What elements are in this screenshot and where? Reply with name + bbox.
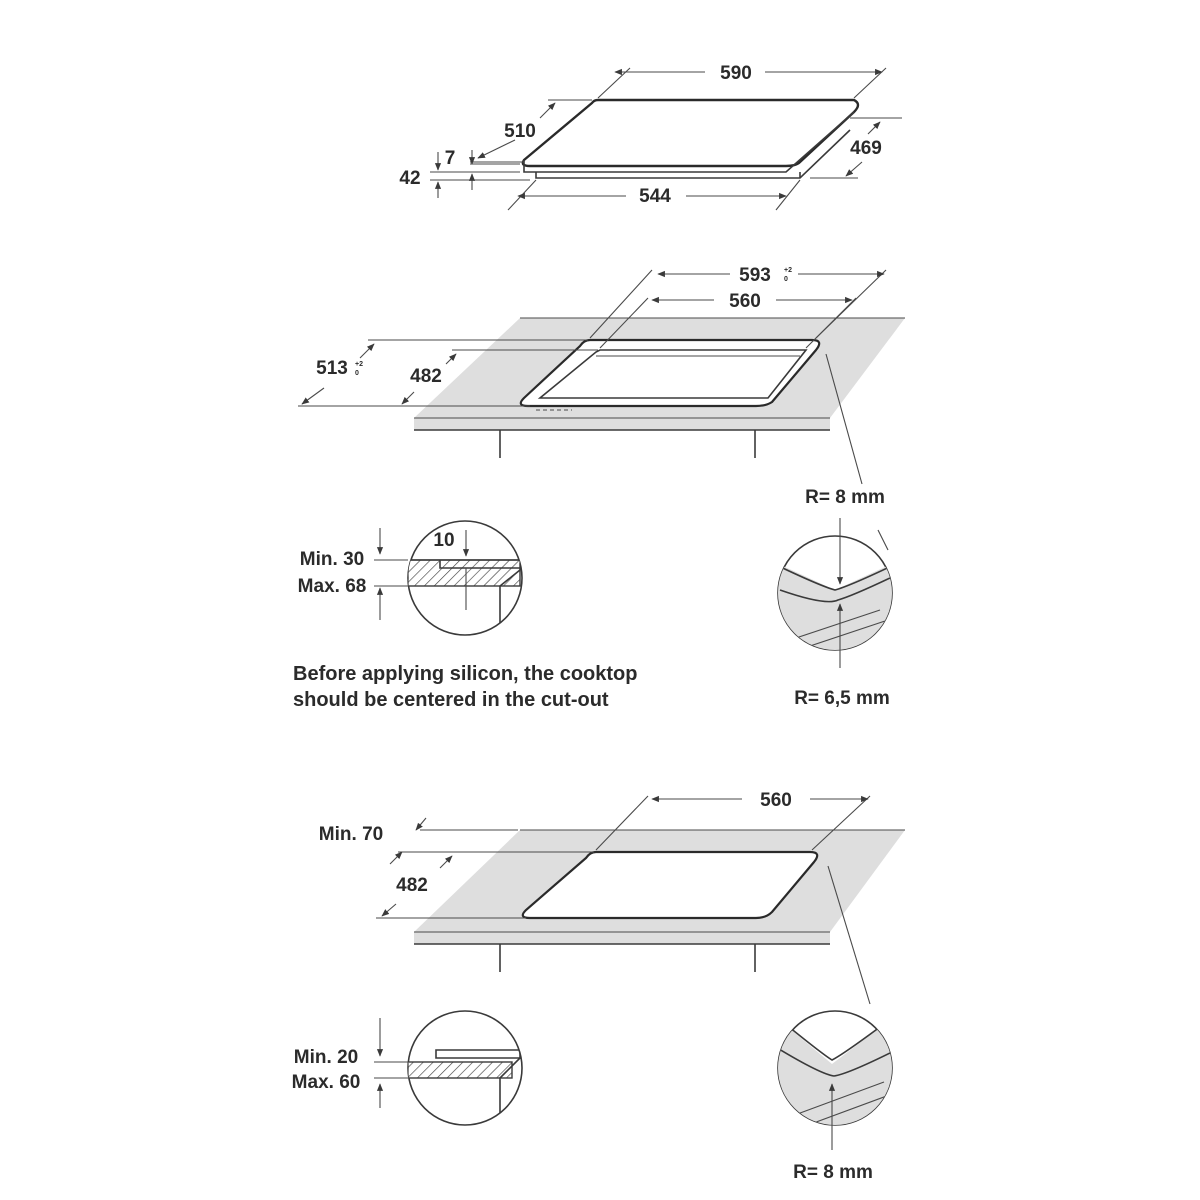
step-depth-label: 10 (433, 530, 454, 551)
flush-worktop-max-label: Max. 68 (298, 576, 367, 597)
flush-outer-width-tol-plus: +2 (784, 267, 792, 274)
hob-glass-thickness-label: 7 (445, 148, 456, 169)
hob-height-label: 42 (399, 168, 420, 189)
standard-section-detail: Min. 20 Max. 60 (292, 1010, 523, 1126)
std-worktop-max-label: Max. 60 (292, 1072, 361, 1093)
flush-outer-depth-label: 513 (316, 358, 348, 379)
hob-depth-label: 510 (504, 121, 536, 142)
hob-width-label: 590 (720, 63, 752, 84)
std-width-label: 560 (760, 790, 792, 811)
flush-worktop-min-label: Min. 30 (300, 549, 364, 570)
standard-cutout-drawing: 560 Min. 70 482 (319, 790, 905, 1005)
flush-cutout-drawing: 593 +2 0 560 513 +2 0 482 R= 8 mm (298, 265, 905, 508)
flush-outer-depth-tol-plus: +2 (355, 361, 363, 368)
flush-radius-inner-label: R= 6,5 mm (794, 688, 890, 709)
std-radius-label: R= 8 mm (793, 1162, 873, 1183)
flush-outer-width-tol-minus: 0 (784, 276, 788, 283)
flush-outer-depth-tol-minus: 0 (355, 370, 359, 377)
flush-inner-width-label: 560 (729, 291, 761, 312)
note-line-1: Before applying silicon, the cooktop (293, 663, 637, 685)
flush-outer-width-label: 593 (739, 265, 771, 286)
flush-inner-depth-label: 482 (410, 366, 442, 387)
flush-radius-detail: R= 6,5 mm (777, 518, 893, 709)
note-line-2: should be centered in the cut-out (293, 689, 609, 711)
hob-drawing: 590 510 7 42 544 469 (399, 63, 902, 211)
standard-radius-detail: R= 8 mm (777, 1010, 893, 1183)
hob-base-depth-label: 469 (850, 138, 882, 159)
installation-note: Before applying silicon, the cooktop sho… (293, 663, 637, 711)
std-min-back-label: Min. 70 (319, 824, 383, 845)
std-depth-label: 482 (396, 875, 428, 896)
flush-section-detail: 10 Min. 30 Max. 68 (298, 520, 523, 636)
hob-base-width-label: 544 (639, 186, 671, 207)
flush-radius-outer-label: R= 8 mm (805, 487, 885, 508)
std-worktop-min-label: Min. 20 (294, 1047, 358, 1068)
